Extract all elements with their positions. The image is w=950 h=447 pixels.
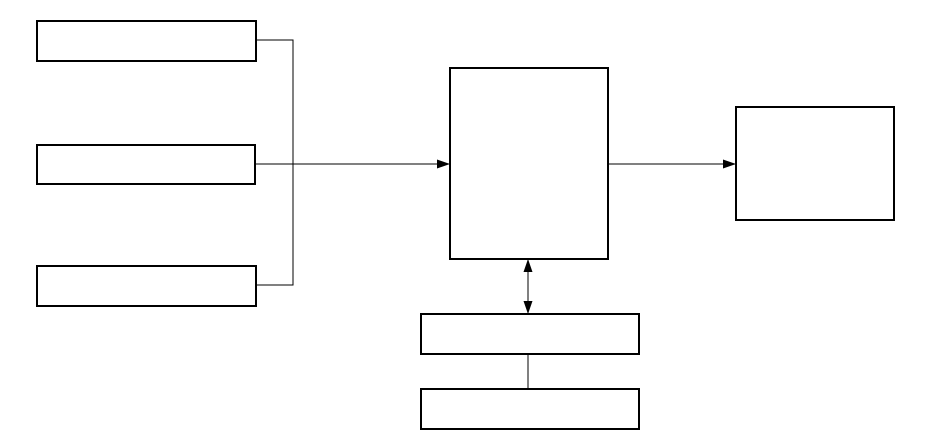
node-layer xyxy=(36,20,895,430)
left-box-top-rect xyxy=(36,20,257,62)
left-box-top xyxy=(36,20,257,62)
lower-box-lower xyxy=(420,388,640,430)
bidirectional-arrow-end-arrowhead-icon xyxy=(523,301,533,314)
lower-box-lower-rect xyxy=(420,388,640,430)
bidirectional-arrow-start-arrowhead-icon xyxy=(523,259,533,272)
lower-box-upper xyxy=(420,313,640,355)
output-arrow-end-arrowhead-icon xyxy=(723,159,736,169)
bottom-branch-link xyxy=(256,164,294,286)
right-box xyxy=(735,106,895,221)
lower-box-upper-rect xyxy=(420,313,640,355)
left-box-middle xyxy=(36,144,256,185)
top-branch-link xyxy=(256,39,294,164)
right-box-rect xyxy=(735,106,895,221)
connector-layer xyxy=(255,39,736,389)
central-box-rect xyxy=(449,67,609,260)
input-arrow-end-arrowhead-icon xyxy=(437,159,450,169)
left-box-middle-rect xyxy=(36,144,256,185)
left-box-bottom-rect xyxy=(36,265,257,307)
left-box-bottom xyxy=(36,265,257,307)
central-box xyxy=(449,67,609,260)
